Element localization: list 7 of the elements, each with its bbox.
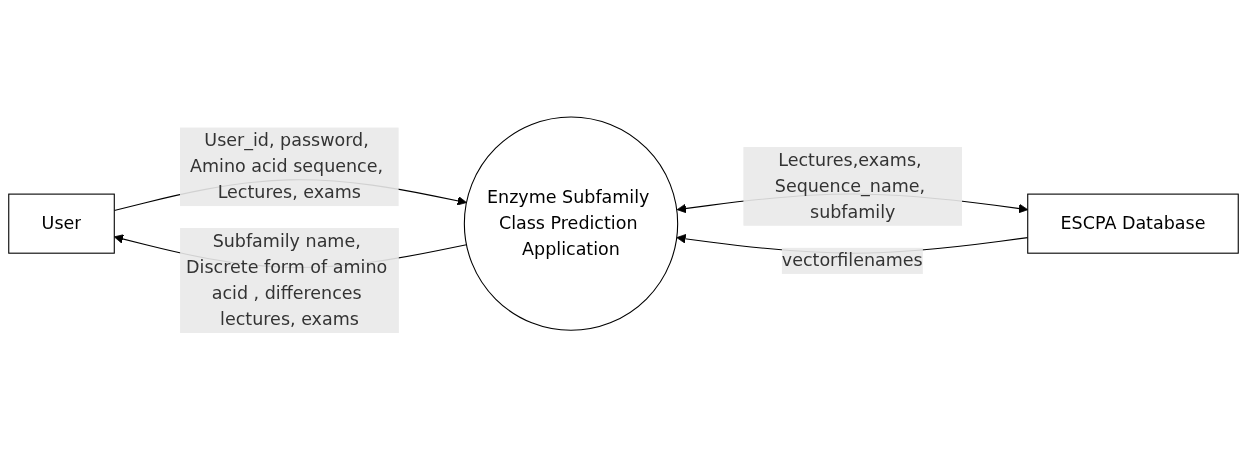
node-box: ESCPA Database [1027, 193, 1239, 254]
node-circle: Enzyme Subfamily Class Prediction Application [463, 116, 679, 331]
edge-label: User_id, password, Amino acid sequence, Lectures, exams [190, 129, 384, 203]
edge-label: Lectures,exams, Sequence_name, subfamily [774, 149, 926, 223]
edge-label: vectorfilenames [781, 249, 923, 271]
edge-label: Subfamily name, Discrete form of amino acid , differences lectures, exams [186, 230, 388, 330]
node-box: User [8, 193, 115, 254]
